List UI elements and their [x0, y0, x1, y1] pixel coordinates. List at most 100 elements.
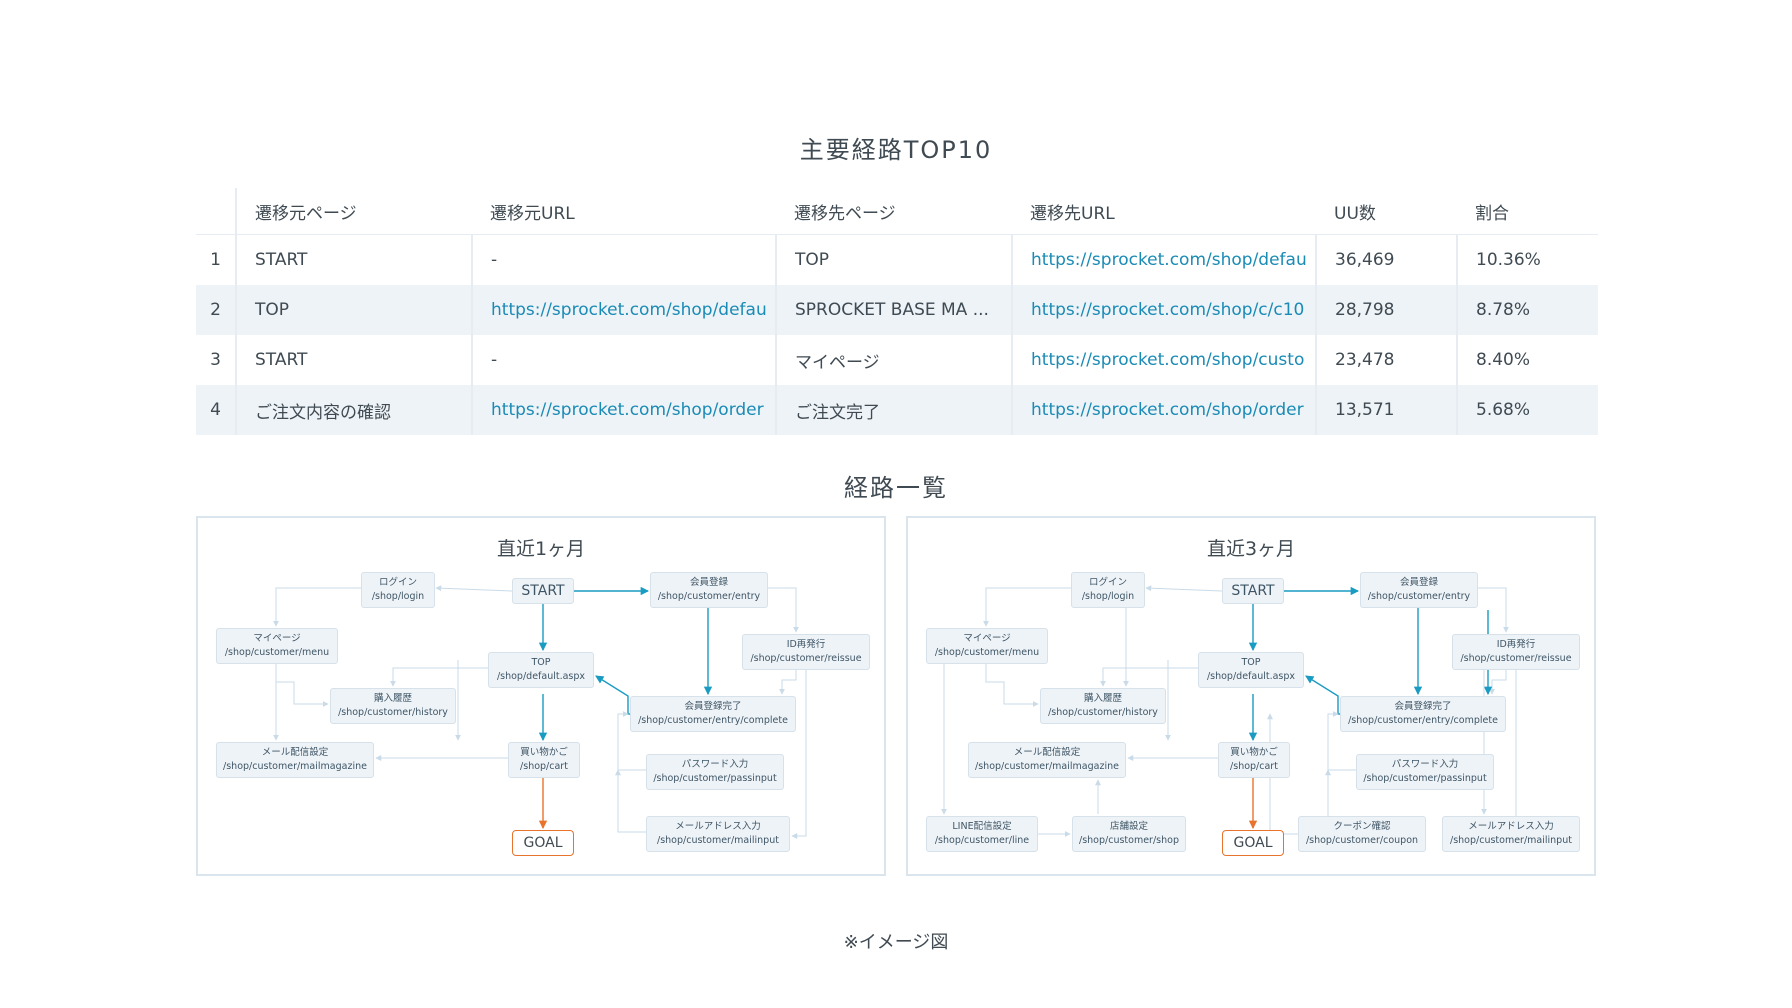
node-cart[interactable]: 買い物かご /shop/cart [508, 742, 580, 778]
node-path: /shop/customer/mailmagazine [975, 761, 1119, 772]
connector-line [985, 660, 1039, 707]
node-title: 会員登録完了 [1394, 701, 1452, 712]
connector-line [615, 769, 646, 833]
ratio: 10.36% [1457, 234, 1598, 285]
node-mailinput[interactable]: メールアドレス入力 /shop/customer/mailinput [646, 816, 790, 852]
node-path: /shop/default.aspx [1206, 671, 1296, 682]
node-title: 店舗設定 [1109, 821, 1148, 832]
node-title: パスワード入力 [1391, 759, 1459, 770]
node-top[interactable]: TOP /shop/default.aspx [1198, 652, 1304, 688]
node-entry-complete[interactable]: 会員登録完了 /shop/customer/entry/complete [1340, 696, 1506, 732]
node-title: メールアドレス入力 [1468, 821, 1554, 832]
row-number: 1 [196, 234, 237, 285]
node-title: LINE配信設定 [952, 821, 1012, 832]
node-title: ログイン [378, 577, 417, 588]
node-mailinput[interactable]: メールアドレス入力 /shop/customer/mailinput [1442, 816, 1580, 852]
header-ratio: 割合 [1475, 203, 1509, 224]
node-goal[interactable]: GOAL [1222, 830, 1284, 856]
node-mypage[interactable]: マイページ /shop/customer/menu [926, 628, 1048, 664]
node-title: TOP [531, 657, 551, 668]
main-title: 主要経路TOP10 [799, 136, 993, 164]
node-login[interactable]: ログイン /shop/login [361, 572, 435, 608]
node-path: /shop/cart [520, 761, 568, 772]
node-path: /shop/customer/mailinput [657, 835, 779, 846]
flow-panel-3month: 直近3ヶ月 ログイン /shop/login START 会員登録 /shop/… [906, 516, 1596, 876]
header-to-page: 遷移先ページ [794, 203, 896, 224]
node-title: メール配信設定 [1013, 747, 1081, 758]
node-passinput[interactable]: パスワード入力 /shop/customer/passinput [1356, 754, 1494, 790]
from-url-link[interactable]: https://sprocket.com/shop/order [472, 385, 777, 435]
to-url-link[interactable]: https://sprocket.com/shop/defau [1012, 234, 1317, 285]
node-path: /shop/customer/mailinput [1450, 835, 1572, 846]
node-passinput[interactable]: パスワード入力 /shop/customer/passinput [646, 754, 784, 790]
header-from-url: 遷移元URL [490, 203, 575, 224]
node-path: /shop/customer/mailmagazine [223, 761, 367, 772]
node-path: /shop/customer/entry [1367, 591, 1471, 602]
row-number: 4 [196, 385, 237, 435]
node-title: マイページ [963, 633, 1011, 644]
connector-line [273, 587, 361, 627]
node-path: /shop/customer/history [1048, 707, 1158, 718]
header-to-url: 遷移先URL [1030, 203, 1115, 224]
node-start[interactable]: START [512, 578, 574, 604]
to-page: マイページ [776, 335, 1013, 385]
table-row: 2 TOP https://sprocket.com/shop/defau SP… [196, 285, 1598, 335]
node-path: /shop/login [371, 591, 425, 602]
connector-line [1489, 668, 1507, 695]
flow-connectors [273, 585, 807, 839]
panel-title: 直近3ヶ月 [1206, 538, 1296, 560]
node-title: ログイン [1088, 577, 1127, 588]
node-path: /shop/customer/entry [657, 591, 761, 602]
connector-line [779, 668, 797, 695]
node-title: START [1231, 583, 1275, 599]
to-url-link[interactable]: https://sprocket.com/shop/c/c10 [1012, 285, 1317, 335]
uu-count: 28,798 [1316, 285, 1458, 335]
node-entry[interactable]: 会員登録 /shop/customer/entry [650, 572, 768, 608]
from-url-link[interactable]: https://sprocket.com/shop/defau [472, 285, 777, 335]
node-mailmagazine[interactable]: メール配信設定 /shop/customer/mailmagazine [968, 742, 1126, 778]
node-cart[interactable]: 買い物かご /shop/cart [1218, 742, 1290, 778]
to-url-link[interactable]: https://sprocket.com/shop/custo [1012, 335, 1317, 385]
node-shop[interactable]: 店舗設定 /shop/customer/shop [1072, 816, 1186, 852]
node-path: /shop/customer/entry/complete [1348, 715, 1498, 726]
node-title: メールアドレス入力 [675, 821, 761, 832]
header-index [196, 188, 237, 235]
to-url-link[interactable]: https://sprocket.com/shop/order [1012, 385, 1317, 435]
node-line[interactable]: LINE配信設定 /shop/customer/line [926, 816, 1038, 852]
header-from-page: 遷移元ページ [255, 203, 357, 224]
node-path: /shop/login [1081, 591, 1135, 602]
node-mailmagazine[interactable]: メール配信設定 /shop/customer/mailmagazine [216, 742, 374, 778]
node-entry-complete[interactable]: 会員登録完了 /shop/customer/entry/complete [630, 696, 796, 732]
panel-title: 直近1ヶ月 [496, 538, 586, 560]
node-history[interactable]: 購入履歴 /shop/customer/history [330, 688, 456, 724]
node-login[interactable]: ログイン /shop/login [1071, 572, 1145, 608]
node-path: /shop/customer/reissue [750, 653, 862, 664]
to-page: SPROCKET BASE MA ... [776, 285, 1013, 335]
node-path: /shop/customer/entry/complete [638, 715, 788, 726]
node-path: /shop/customer/line [934, 835, 1030, 846]
node-start[interactable]: START [1222, 578, 1284, 604]
node-entry[interactable]: 会員登録 /shop/customer/entry [1360, 572, 1478, 608]
uu-count: 13,571 [1316, 385, 1458, 435]
node-mypage[interactable]: マイページ /shop/customer/menu [216, 628, 338, 664]
to-page: TOP [776, 234, 1013, 285]
node-title: 購入履歴 [373, 693, 412, 704]
node-title: パスワード入力 [681, 759, 749, 770]
node-title: TOP [1241, 657, 1261, 668]
connector-line [1145, 585, 1223, 592]
connector-line [983, 587, 1071, 627]
node-coupon[interactable]: クーポン確認 /shop/customer/coupon [1298, 816, 1426, 852]
row-number: 2 [196, 285, 237, 335]
ratio: 8.78% [1476, 300, 1531, 320]
node-reissue[interactable]: ID再発行 /shop/customer/reissue [742, 634, 870, 670]
uu-count: 36,469 [1316, 234, 1458, 285]
node-history[interactable]: 購入履歴 /shop/customer/history [1040, 688, 1166, 724]
connector-line [768, 587, 799, 633]
table-row: 1 START - TOP https://sprocket.com/shop/… [196, 234, 1598, 285]
node-goal[interactable]: GOAL [512, 830, 574, 856]
node-top[interactable]: TOP /shop/default.aspx [488, 652, 594, 688]
node-reissue[interactable]: ID再発行 /shop/customer/reissue [1452, 634, 1580, 670]
node-title: 買い物かご [1230, 747, 1278, 758]
node-path: /shop/customer/passinput [653, 773, 777, 784]
node-title: GOAL [1233, 835, 1273, 851]
